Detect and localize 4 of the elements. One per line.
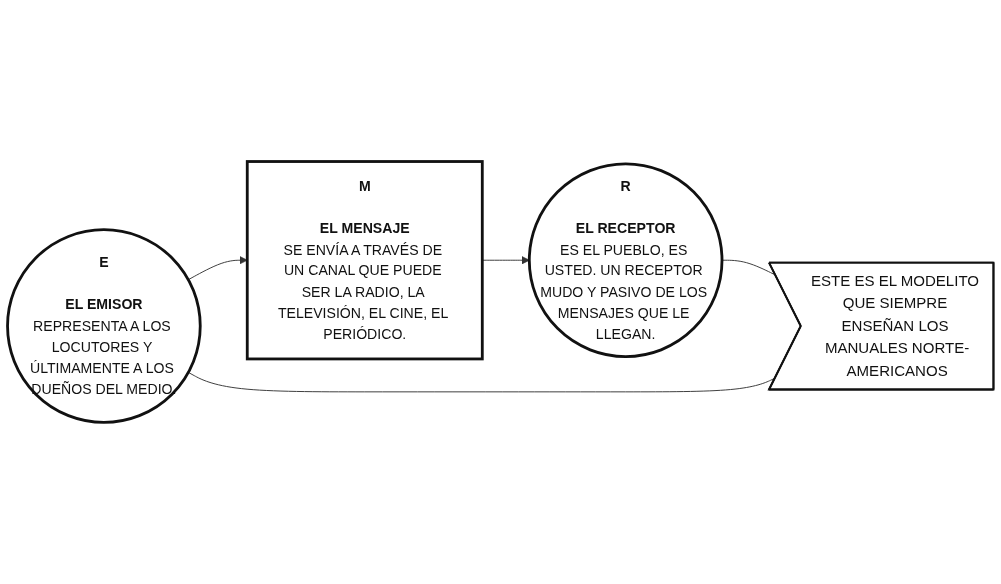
node-circle: E EL EMISOR REPRESENTA A LOS LOCUTORES Y ÚLTIMAMENTE A LOS DUEÑOS DEL MEDIO. (6, 228, 202, 424)
connector (187, 371, 776, 393)
node-box: M EL MENSAJE SE ENVÍA A TRAVÉS DE UN CANAL QUE PUEDE SER LA RADIO, LA TELEVISIÓN, EL CINE, EL PERIÓDICO. (245, 160, 484, 361)
node-circle: R EL RECEPTOR ES EL PUEBLO, ES USTED. UN RECEPTOR MUDO Y PASIVO DE LOS MENSAJES QUE LE LLEGAN. (527, 162, 724, 359)
